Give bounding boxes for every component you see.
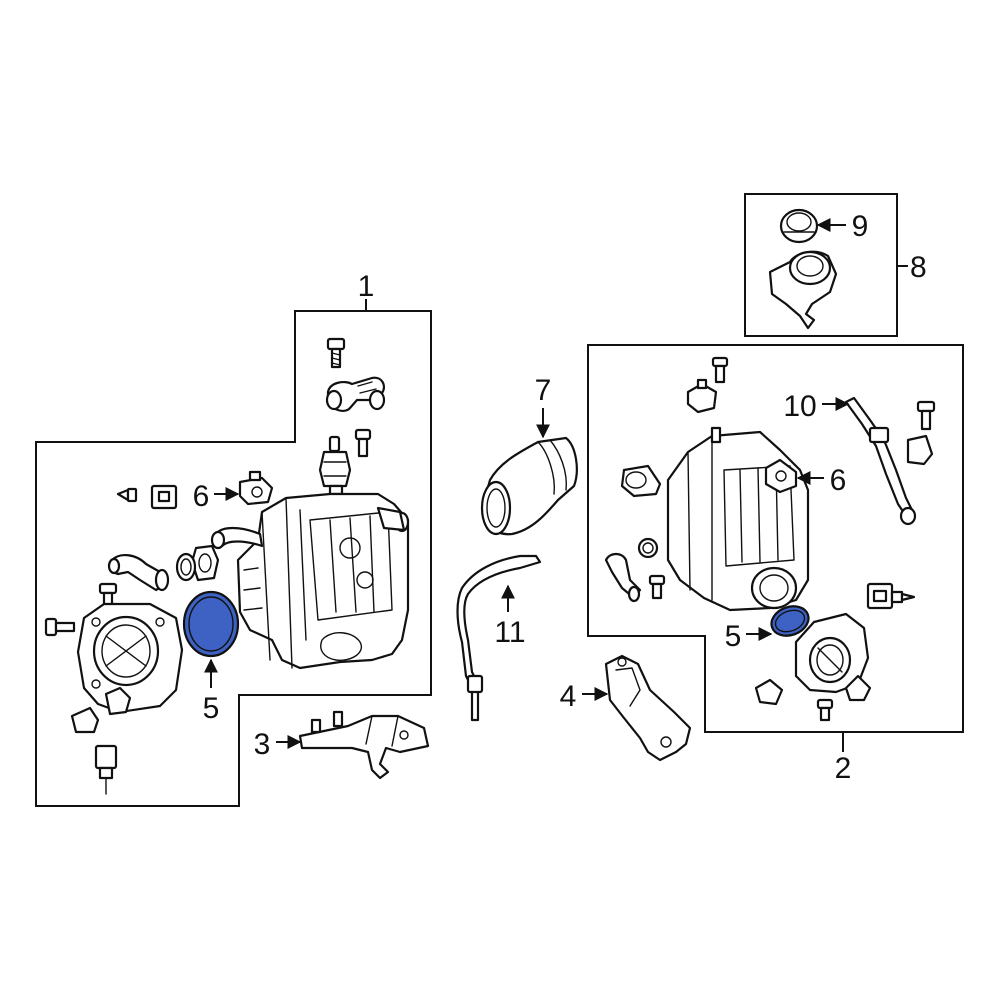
callout-4: 4	[560, 680, 577, 713]
filter-cartridge-part	[620, 464, 662, 498]
elbow-hose-part	[604, 552, 642, 603]
sensor-part	[686, 378, 718, 414]
callout-6-right: 6	[830, 464, 847, 497]
bolt-part	[816, 698, 834, 722]
bolt-part	[916, 400, 936, 431]
sensor-6-part	[238, 470, 274, 506]
callout-10: 10	[783, 390, 816, 423]
connector-pin-part	[116, 487, 138, 503]
coolant-hose-part	[107, 554, 170, 592]
valve-part	[318, 435, 352, 496]
gasket-5-left-part	[182, 590, 240, 658]
connector-plug-part	[866, 582, 916, 610]
air-duct-7-part	[480, 436, 578, 536]
coolant-pipe-part	[210, 526, 264, 550]
bolt-part	[44, 617, 76, 637]
gasket-5-left-inner	[188, 596, 234, 652]
callout-6-left: 6	[193, 480, 210, 513]
connector-part	[754, 678, 784, 706]
connector-part	[94, 744, 118, 795]
coolant-tee-fitting-part	[325, 376, 386, 412]
bolt-part	[711, 356, 729, 384]
gasket-5-right-inner	[774, 609, 806, 633]
clip-part	[844, 674, 872, 702]
callout-5-left: 5	[203, 692, 220, 725]
intake-housing-part	[236, 492, 410, 670]
throttle-body-right-part	[794, 612, 870, 694]
bracket-4-part	[604, 654, 692, 762]
bolt-part	[648, 574, 666, 600]
hose-10-part	[844, 396, 917, 526]
callout-2: 2	[835, 752, 852, 785]
gasket-5-left-outer	[182, 590, 240, 658]
hose-11-part	[456, 554, 542, 722]
callout-11: 11	[494, 616, 525, 649]
callout-3: 3	[254, 728, 271, 761]
callout-8: 8	[910, 251, 927, 284]
coolant-reservoir-part	[768, 250, 838, 330]
sensor-6-right-part	[764, 458, 798, 494]
hose-clamp-part	[637, 537, 659, 559]
throttle-body-left-part	[76, 602, 184, 716]
assembly-2-frame	[587, 344, 964, 733]
callout-1: 1	[358, 270, 375, 303]
callout-9: 9	[852, 210, 869, 243]
grommet-part	[906, 434, 934, 466]
bolt-part	[326, 337, 346, 369]
bolt-part	[98, 582, 118, 611]
bolt-part	[354, 428, 372, 458]
callout-5-right: 5	[725, 620, 742, 653]
bracket-3-part	[298, 710, 430, 780]
adapter-part	[190, 544, 220, 582]
assembly-1-frame	[35, 310, 432, 807]
connector-plug-part	[150, 484, 178, 510]
intake-housing-right-part	[666, 426, 810, 612]
clip-part	[70, 706, 100, 734]
reservoir-cap-9-part	[779, 208, 819, 244]
callout-7: 7	[535, 374, 552, 407]
o-ring-part	[175, 552, 197, 582]
